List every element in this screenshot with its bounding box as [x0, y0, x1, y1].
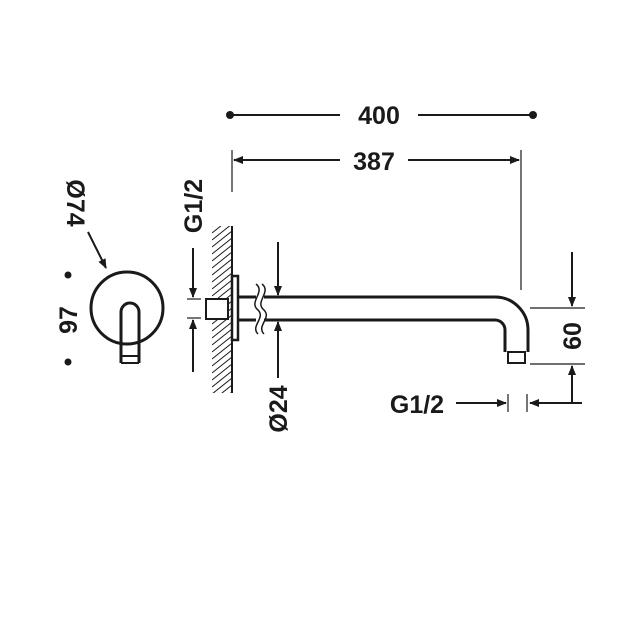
hatch-line	[221, 384, 232, 393]
overall-length-label: 400	[358, 102, 400, 130]
hatch-line	[229, 391, 232, 393]
flange-diameter-label: Ø74	[61, 179, 89, 226]
hatch-line	[212, 321, 232, 339]
hatch-line	[212, 244, 232, 262]
hatch-line	[212, 328, 232, 346]
dimension-side-offset: 97	[55, 271, 83, 366]
dimension-drop-height: 60	[530, 252, 587, 404]
shower-arm-side-view	[205, 274, 530, 364]
hatch-line	[212, 279, 232, 297]
hatch-line	[212, 226, 213, 227]
dimension-pipe-diameter: Ø24	[265, 242, 293, 433]
hatch-line	[212, 265, 232, 283]
hatch-line	[212, 377, 232, 393]
hatch-line	[212, 226, 231, 241]
hatch-line	[212, 342, 232, 360]
outlet-thread-label: G1/2	[390, 391, 444, 419]
hatch-line	[212, 226, 222, 234]
hatch-line	[212, 272, 232, 290]
hatch-line	[212, 356, 232, 374]
drop-height-label: 60	[559, 322, 587, 350]
hatch-line	[212, 258, 232, 276]
hatch-line	[212, 406, 232, 422]
inlet-thread-label: G1/2	[180, 179, 208, 233]
hatch-line	[212, 349, 232, 367]
hatch-line	[212, 363, 232, 381]
hatch-line	[212, 399, 232, 415]
side-offset-label: 97	[55, 306, 83, 334]
dimension-inlet-thread: G1/2	[180, 179, 208, 372]
hatch-line	[212, 237, 232, 255]
hatch-line	[212, 335, 232, 353]
hatch-line	[212, 230, 232, 248]
arm-length-label: 387	[353, 148, 395, 176]
dimension-outlet-thread: G1/2	[390, 391, 582, 419]
dimension-arm-length: 387	[231, 148, 522, 290]
pipe-diameter-label: Ø24	[265, 385, 293, 432]
flange-front-view	[89, 270, 165, 364]
dimension-overall-length: 400	[226, 102, 537, 130]
hatch-line	[212, 251, 232, 269]
hatch-line	[212, 370, 232, 388]
dimension-flange-diameter: Ø74	[61, 179, 107, 269]
